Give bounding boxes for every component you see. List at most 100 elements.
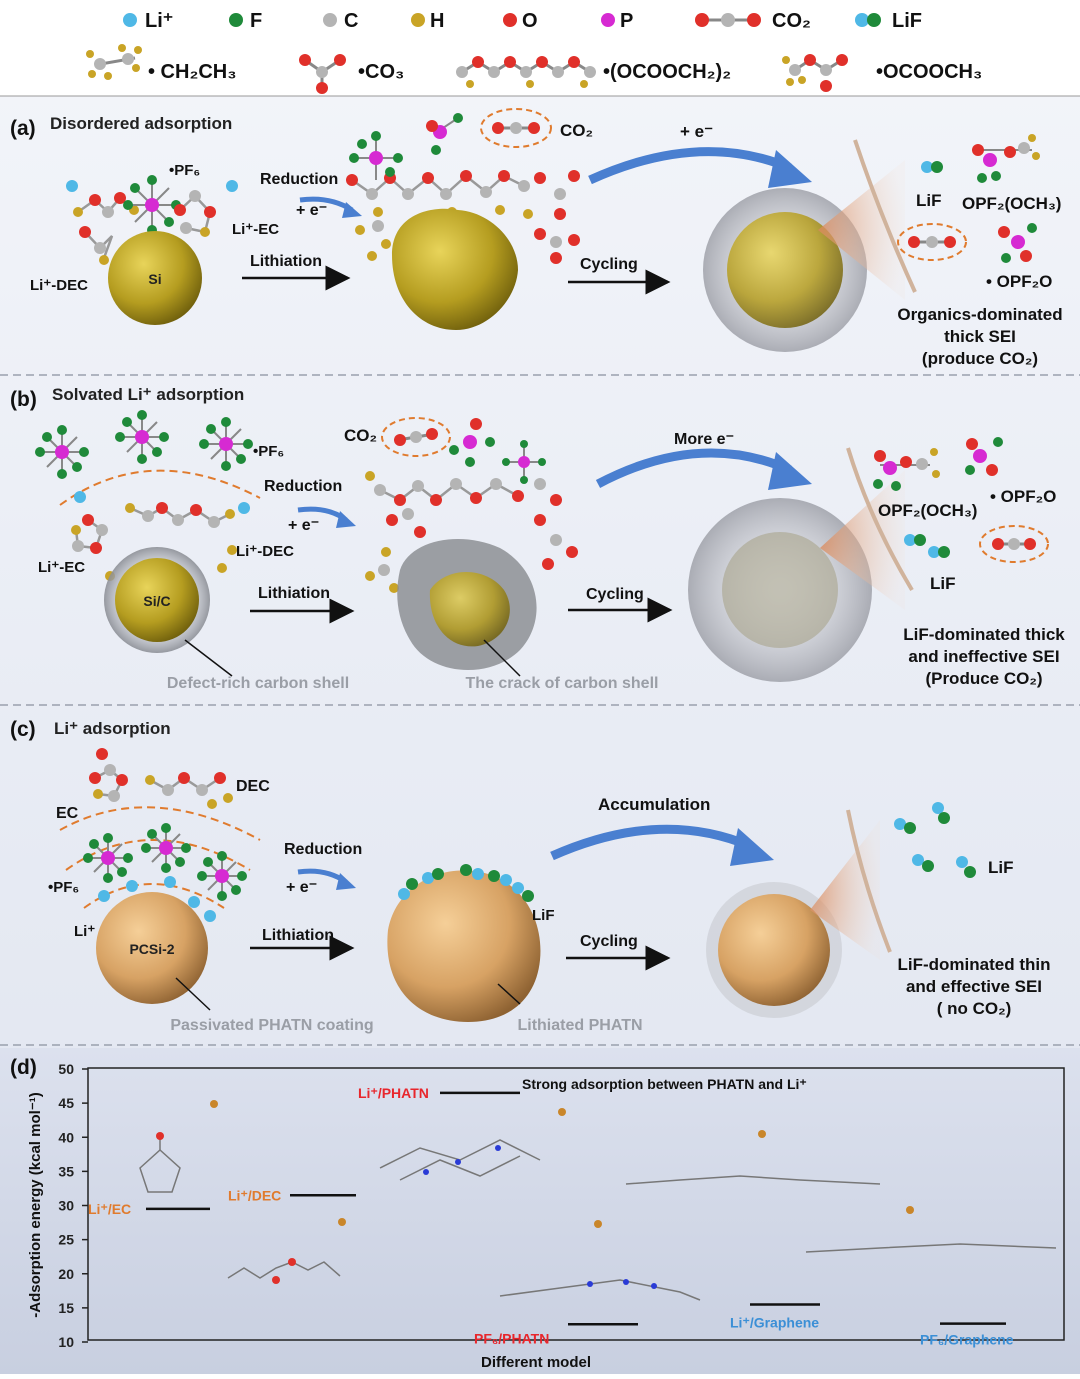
panel-b-desc-line2: and ineffective SEI [908, 647, 1059, 666]
panel-a-decomposition-products [346, 113, 580, 264]
lithiated-si-particle [392, 208, 518, 330]
energy-levels: Li⁺/ECLi⁺/DECLi⁺/PHATNPF₆/PHATNLi⁺/Graph… [88, 1085, 1014, 1348]
panel-a-lif-label: LiF [916, 191, 942, 210]
legend-o: O [522, 10, 538, 32]
co2-highlight [480, 108, 552, 148]
panel-b-lithiation-label: Lithiation [258, 585, 330, 602]
oxalate-chain-icon [456, 56, 596, 88]
panel-a: (a) Disordered adsorption •PF₆ Li⁺-DEC L… [10, 108, 1063, 368]
y-tick-label: 10 [58, 1334, 74, 1350]
panel-b-crack-label: The crack of carbon shell [466, 675, 659, 692]
panel-c-dec-label: DEC [236, 778, 270, 795]
panel-c-lif-species [894, 802, 976, 878]
panel-a-electron-label: + e⁻ [680, 122, 713, 141]
panel-c-title: Li⁺ adsorption [54, 719, 171, 738]
panel-c-li-label: Li⁺ [74, 923, 95, 940]
panel-a-plus-e-label: + e⁻ [296, 202, 327, 219]
y-tick-label: 35 [58, 1163, 74, 1179]
panel-c-lif-label: LiF [988, 858, 1014, 877]
legend-ethyl: • CH₂CH₃ [148, 61, 236, 83]
panel-c-desc-line2: and effective SEI [906, 977, 1042, 996]
panel-b-opf2och3-label: OPF₂(OCH₃) [878, 501, 977, 520]
panel-a-li-dec-label: Li⁺-DEC [30, 277, 88, 294]
y-tick-label: 25 [58, 1232, 74, 1248]
panel-b-plus-e-label: + e⁻ [288, 517, 319, 534]
category-label: Li⁺/DEC [228, 1187, 281, 1203]
panel-c-li-ions [98, 876, 216, 922]
panel-a-cycling-label: Cycling [580, 256, 638, 273]
lithiated-phatn-particle [387, 870, 541, 1022]
x-axis-label: Different model [481, 1354, 591, 1371]
panel-a-desc-line1: Organics-dominated [897, 305, 1062, 324]
c-atom-icon [323, 13, 337, 27]
panel-c-surface-lif-label: LiF [532, 907, 555, 924]
panel-b-shell-label: Defect-rich carbon shell [167, 675, 349, 692]
panel-c-coating-label: Passivated PHATN coating [170, 1017, 373, 1034]
panel-a-li-ec-label: Li⁺-EC [232, 221, 279, 238]
panel-b: (b) Solvated Li⁺ adsorption •PF₆ [10, 385, 1065, 692]
panel-a-adsorbed-molecules [66, 175, 238, 265]
pcsi-2-core-label: PCSi-2 [129, 941, 174, 957]
panel-a-letter: (a) [10, 117, 36, 140]
category-label: PF₆/Graphene [920, 1332, 1014, 1348]
y-tick-label: 15 [58, 1300, 74, 1316]
panel-b-solvation-shell [59, 469, 261, 506]
y-tick-label: 45 [58, 1095, 74, 1111]
si-c-core-label: Si/C [143, 593, 170, 609]
methyl-carbonate-icon [782, 54, 848, 92]
panel-a-opf2o-label: • OPF₂O [986, 272, 1052, 291]
panel-c-pf6-label: •PF₆ [48, 879, 79, 896]
category-label: Li⁺/PHATN [358, 1085, 429, 1101]
legend-co3: •CO₃ [358, 61, 404, 83]
legend-h: H [430, 10, 444, 32]
panel-a-zoom-beam [818, 160, 905, 300]
chart-annotation: Strong adsorption between PHATN and Li⁺ [522, 1076, 807, 1092]
category-label: Li⁺/EC [88, 1201, 131, 1217]
panel-c-accumulation-label: Accumulation [598, 795, 710, 814]
panel-c-cycling-label: Cycling [580, 933, 638, 950]
panel-a-opf2och3-label: OPF₂(OCH₃) [962, 194, 1061, 213]
panel-b-desc-line3: (Produce CO₂) [925, 669, 1042, 688]
panel-a-desc-line3: (produce CO₂) [922, 349, 1038, 368]
lif-molecule-icon [855, 13, 881, 27]
category-label: Li⁺/Graphene [730, 1314, 819, 1330]
panel-b-sei-species [873, 437, 1003, 558]
structure-sketches [139, 1100, 1057, 1301]
o-atom-icon [503, 13, 517, 27]
panel-c-free-solvents [89, 748, 233, 809]
legend-background [0, 0, 1080, 96]
panel-b-li-dec-label: Li⁺-DEC [236, 543, 294, 560]
panel-c-lithiation-label: Lithiation [262, 927, 334, 944]
legend-p: P [620, 10, 633, 32]
legend-li: Li⁺ [145, 10, 173, 32]
panel-c-letter: (c) [10, 718, 36, 741]
panel-b-letter: (b) [10, 388, 37, 411]
panel-b-electron-label: More e⁻ [674, 431, 734, 448]
panel-a-title: Disordered adsorption [50, 114, 232, 133]
panel-c-desc-line3: ( no CO₂) [937, 999, 1012, 1018]
panel-a-pf6-label: •PF₆ [169, 162, 200, 179]
legend-methyl-carbonate: •OCOOCH₃ [876, 61, 982, 83]
y-tick-label: 50 [58, 1061, 74, 1077]
chart-frame [87, 1067, 1065, 1341]
panel-b-solvent-molecules [71, 491, 250, 581]
y-tick-label: 40 [58, 1129, 74, 1145]
panel-a-reduction-label: Reduction [260, 171, 338, 188]
si-particle [108, 231, 202, 325]
panel-c-ec-label: EC [56, 805, 79, 822]
panel-b-co2-label: CO₂ [344, 426, 377, 445]
panel-c-plus-e-label: + e⁻ [286, 879, 317, 896]
p-atom-icon [601, 13, 615, 27]
legend-c: C [344, 10, 358, 32]
legend: Li⁺ F C H O P CO₂ LiF • CH₂CH₃ [86, 10, 982, 94]
panel-a-electron-arrow [588, 147, 792, 185]
panel-c-pf6-anions [83, 823, 247, 901]
h-atom-icon [411, 13, 425, 27]
panel-b-title: Solvated Li⁺ adsorption [52, 385, 244, 404]
co2-molecule-icon [695, 13, 761, 27]
y-axis-label: -Adsorption energy (kcal mol⁻¹) [27, 1092, 44, 1317]
panel-b-pf6-label: •PF₆ [253, 443, 284, 460]
legend-f: F [250, 10, 262, 32]
